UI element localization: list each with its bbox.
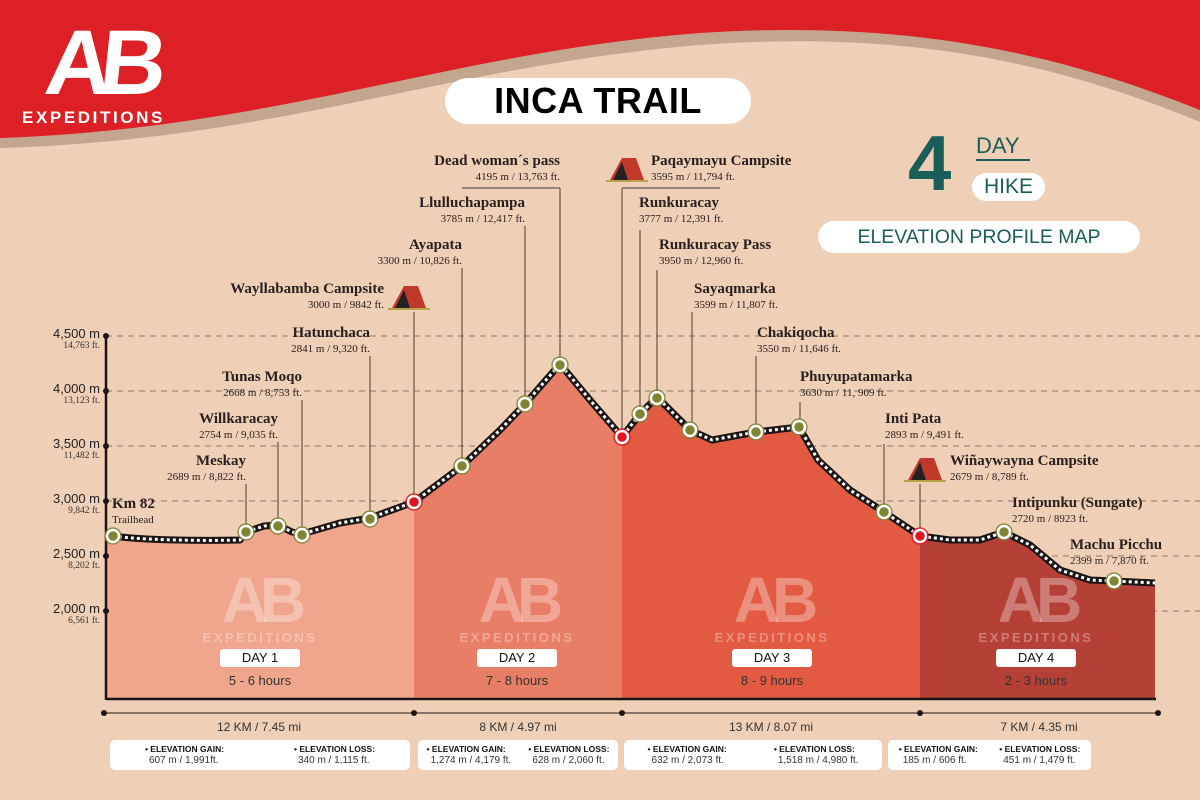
- day-count: 4: [908, 119, 952, 207]
- day-3-distance: 13 KM / 8.07 mi: [728, 720, 814, 734]
- page-title: INCA TRAIL: [445, 78, 751, 124]
- day-4-hours: 2 - 3 hours: [1004, 673, 1068, 688]
- day-1-distance: 12 KM / 7.45 mi: [216, 720, 302, 734]
- day-3-badge: DAY 3: [732, 649, 812, 667]
- day-word: DAY: [976, 133, 1030, 161]
- brand-logo[interactable]: AB EXPEDITIONS: [22, 12, 165, 128]
- day-4-distance: 7 KM / 4.35 mi: [1000, 720, 1078, 734]
- day-2-badge: DAY 2: [477, 649, 557, 667]
- logo-mark: AB: [40, 12, 161, 114]
- point-label: Intipunku (Sungate)2720 m / 8923 ft.: [1012, 495, 1143, 525]
- logo-text: EXPEDITIONS: [22, 108, 165, 127]
- day-4-badge: DAY 4: [996, 649, 1076, 667]
- tent-icon: [388, 158, 946, 482]
- day-3-hours: 8 - 9 hours: [740, 673, 804, 688]
- day-4-stats: • ELEVATION GAIN:185 m / 606 ft. • ELEVA…: [888, 740, 1091, 770]
- day-3-stats: • ELEVATION GAIN:632 m / 2,073 ft. • ELE…: [624, 740, 882, 770]
- day-1-stats: • ELEVATION GAIN:607 m / 1,991ft. • ELEV…: [110, 740, 410, 770]
- hike-badge: HIKE: [972, 173, 1046, 201]
- day-1-badge: DAY 1: [220, 649, 300, 667]
- day-2-stats: • ELEVATION GAIN:1,274 m / 4,179 ft. • E…: [418, 740, 618, 770]
- subtitle-badge: ELEVATION PROFILE MAP: [818, 221, 1140, 253]
- day-2-hours: 7 - 8 hours: [485, 673, 549, 688]
- day-1-hours: 5 - 6 hours: [228, 673, 292, 688]
- day-2-distance: 8 KM / 4.97 mi: [479, 720, 557, 734]
